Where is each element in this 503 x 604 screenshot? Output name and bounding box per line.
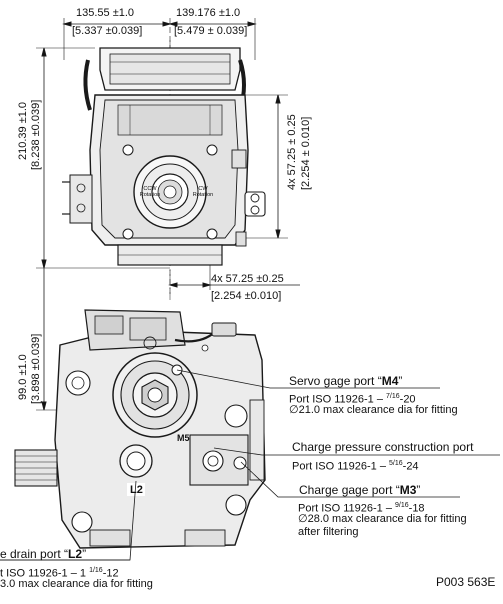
callout-charge-gage-clearance: ∅28.0 max clearance dia for fitting xyxy=(298,513,467,525)
dim-top-left-in: [5.337 ±0.039] xyxy=(72,25,143,37)
dim-height-lower-in: [3.898 ±0.039] xyxy=(30,333,42,404)
dim-top-right-mm: 139.176 ±1.0 xyxy=(176,7,241,19)
callout-charge-pressure-thread: Port ISO 11926-1 – 5/16-24 xyxy=(292,458,419,473)
callout-charge-gage-title: Charge gage port “M3” xyxy=(299,484,420,496)
case-drain-thread-prefix: t ISO 11926-1 – 1 xyxy=(0,567,90,580)
callout-servo-gage-title: Servo gage port “M4” xyxy=(289,375,402,387)
charge-gage-thread-fraction: 9/16 xyxy=(395,502,409,509)
servo-thread-fraction: 7/16 xyxy=(386,393,400,400)
servo-title-suffix: ” xyxy=(398,374,403,388)
drawing-code: P003 563E xyxy=(436,575,496,589)
dim-height-total-in: [8.238 ±0.039] xyxy=(30,99,42,170)
callout-servo-gage-thread: Port ISO 11926-1 – 7/16-20 xyxy=(289,391,416,406)
dim-bolt-vertical-in: [2.254 ± 0.010] xyxy=(300,116,312,190)
callout-charge-gage-thread: Port ISO 11926-1 – 9/16-18 xyxy=(298,500,425,515)
charge-pressure-thread-fraction: 5/16 xyxy=(389,460,403,467)
case-drain-title-prefix: e drain port “ xyxy=(0,547,69,561)
ccw-rotation-word: Rotation xyxy=(139,192,161,198)
charge-gage-thread-prefix: Port ISO 11926-1 – xyxy=(298,502,396,515)
charge-pressure-thread-prefix: Port ISO 11926-1 – xyxy=(292,460,390,473)
dim-bolt-vertical-mm: 4x 57.25 ± 0.25 xyxy=(286,114,298,190)
callout-case-drain-title: e drain port “L2” xyxy=(0,548,86,560)
case-drain-thread-suffix: -12 xyxy=(102,567,119,580)
dim-bolt-horizontal-in: [2.254 ±0.010] xyxy=(211,290,282,302)
charge-gage-thread-suffix: -18 xyxy=(408,502,425,515)
callout-charge-gage-note: after filtering xyxy=(298,526,359,538)
charge-pressure-thread-suffix: -24 xyxy=(402,460,419,473)
cw-rotation-label: CW Rotation xyxy=(188,186,218,198)
ccw-rotation-label: CCW Rotation xyxy=(135,186,165,198)
servo-thread-prefix: Port ISO 11926-1 – xyxy=(289,393,387,406)
dim-top-right-in: [5.479 ± 0.039] xyxy=(174,25,248,37)
side-view xyxy=(14,268,266,549)
dim-height-lower-mm: 99.0 ±1.0 xyxy=(17,354,29,400)
ccw-label: CCW xyxy=(143,186,157,192)
case-drain-port-code: L2 xyxy=(68,547,83,561)
cw-label: CW xyxy=(198,186,208,192)
dim-height-total-mm: 210.39 ±1.0 xyxy=(17,101,29,160)
dim-top-left-mm: 135.55 ±1.0 xyxy=(76,7,135,19)
callout-case-drain-thread: t ISO 11926-1 – 1 1/16-12 xyxy=(0,565,119,580)
case-drain-title-suffix: ” xyxy=(82,547,87,561)
callout-servo-gage-clearance: ∅21.0 max clearance dia for fitting xyxy=(289,404,458,416)
top-view xyxy=(36,18,300,300)
charge-gage-title-suffix: ” xyxy=(416,483,421,497)
port-marker-m5: M5 xyxy=(177,433,190,443)
cw-rotation-word: Rotation xyxy=(192,192,214,198)
servo-title-prefix: Servo gage port “ xyxy=(289,374,382,388)
port-marker-l2: L2 xyxy=(130,484,143,496)
servo-thread-suffix: -20 xyxy=(399,393,416,406)
case-drain-thread-fraction: 1/16 xyxy=(89,567,103,574)
charge-gage-title-prefix: Charge gage port “ xyxy=(299,483,400,497)
callout-charge-pressure-title: Charge pressure construction port xyxy=(292,440,474,454)
servo-port-code: M4 xyxy=(381,374,399,388)
dim-bolt-horizontal-mm: 4x 57.25 ±0.25 xyxy=(211,273,284,285)
callout-leaders xyxy=(0,369,500,561)
charge-gage-port-code: M3 xyxy=(399,483,417,497)
callout-case-drain-clearance: 3.0 max clearance dia for fitting xyxy=(0,578,153,590)
